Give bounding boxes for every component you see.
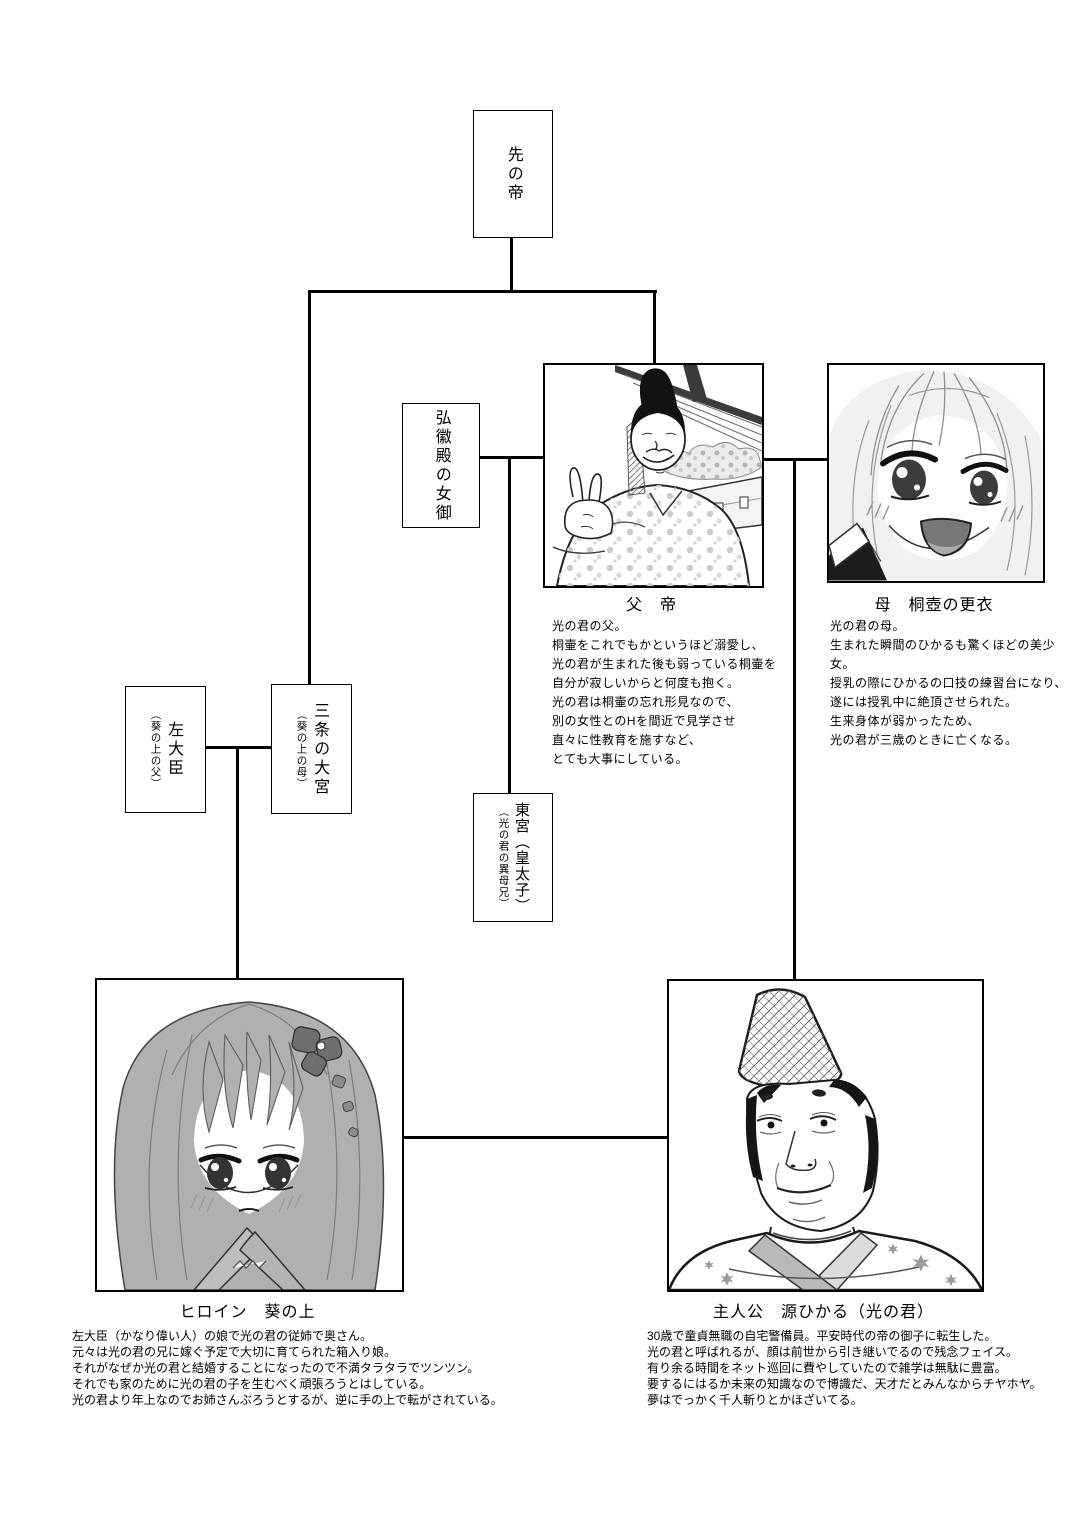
hikaru-portrait-image bbox=[669, 981, 982, 1290]
hikaru-portrait-frame bbox=[667, 979, 984, 1292]
connector-line bbox=[478, 456, 544, 459]
connector-line bbox=[508, 456, 511, 794]
mother-description: 光の君の母。 生まれた瞬間のひかるも驚くほどの美少女。 授乳の際にひかるの口技の… bbox=[830, 619, 1068, 747]
aoi-portrait-image bbox=[97, 980, 402, 1290]
node-label: 弘徽殿の女御 bbox=[432, 408, 450, 523]
connector-line bbox=[399, 1136, 668, 1139]
mother-portrait-image bbox=[829, 365, 1043, 581]
hikaru-description: 30歳で童貞無職の自宅警備員。平安時代の帝の御子に転生した。 光の君と呼ばれるが… bbox=[647, 1329, 1042, 1407]
aoi-portrait-frame bbox=[95, 978, 404, 1292]
node-minister-of-left: （葵の上の父） 左大臣 bbox=[125, 686, 206, 813]
hikaru-caption: 主人公 源ひかる（光の君） bbox=[712, 1304, 934, 1321]
aoi-description: 左大臣（かなり偉い人）の娘で光の君の従姉で奥さん。 元々は光の君の兄に嫁ぐ予定で… bbox=[72, 1329, 503, 1407]
mother-portrait-frame bbox=[827, 363, 1045, 583]
node-sublabel: （光の君の異母兄） bbox=[497, 805, 510, 910]
father-caption: 父 帝 bbox=[625, 597, 677, 614]
connector-line bbox=[236, 746, 239, 979]
node-label: 先の帝 bbox=[504, 145, 522, 203]
node-sublabel: （葵の上の父） bbox=[149, 709, 162, 790]
connector-line bbox=[309, 290, 657, 293]
node-sanjo-omiya: （葵の上の母） 三条の大宮 bbox=[271, 684, 352, 814]
father-portrait-frame bbox=[543, 363, 764, 588]
aoi-caption: ヒロイン 葵の上 bbox=[179, 1304, 316, 1321]
connector-line bbox=[308, 290, 311, 685]
node-label: 東宮（皇太子） bbox=[513, 801, 531, 914]
node-sublabel: （葵の上の母） bbox=[295, 708, 308, 790]
connector-line bbox=[793, 458, 796, 980]
node-previous-emperor: 先の帝 bbox=[473, 110, 553, 238]
father-description: 光の君の父。 桐壷をこれでもかというほど溺愛し、 光の君が生まれた後も弱っている… bbox=[552, 619, 777, 766]
node-label: 三条の大宮 bbox=[311, 701, 329, 797]
connector-line bbox=[510, 236, 513, 292]
node-kokiden-consort: 弘徽殿の女御 bbox=[402, 403, 480, 528]
father-portrait-image bbox=[545, 365, 762, 586]
node-label: 左大臣 bbox=[165, 721, 183, 778]
mother-caption: 母 桐壺の更衣 bbox=[874, 597, 994, 614]
node-crown-prince: （光の君の異母兄） 東宮（皇太子） bbox=[473, 793, 553, 922]
connector-line bbox=[653, 290, 656, 364]
